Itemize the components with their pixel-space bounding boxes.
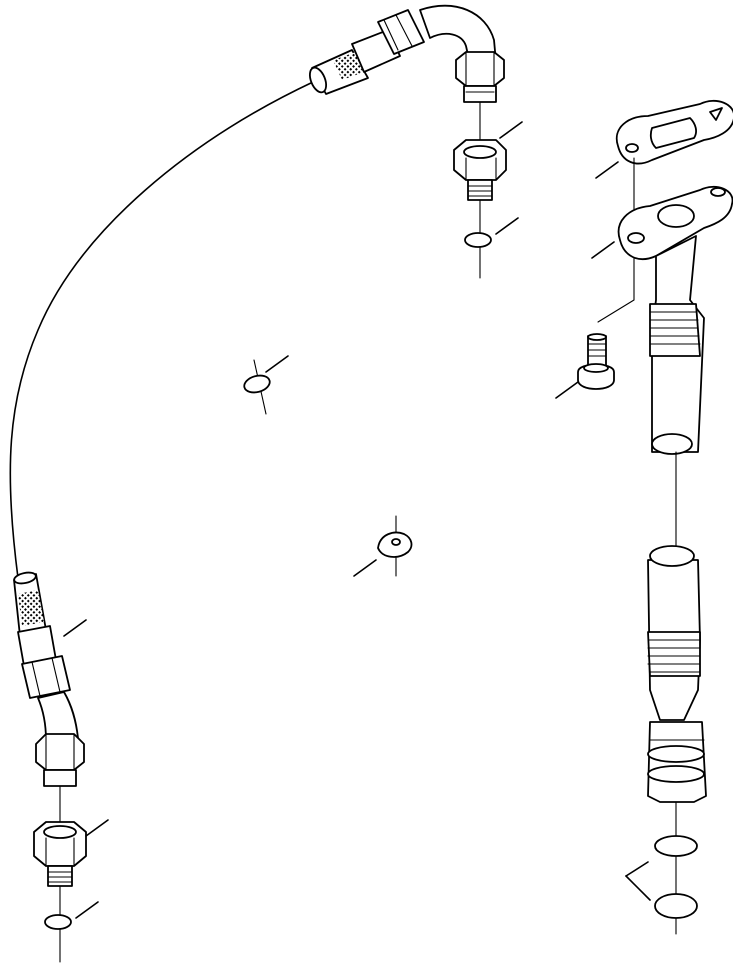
oil-inlet-tube — [9, 4, 505, 579]
drain-tube — [647, 235, 707, 803]
clip-left — [243, 355, 289, 415]
lower-adapter — [33, 819, 109, 887]
drain-o-rings — [625, 835, 698, 919]
lower-o-ring — [44, 901, 99, 930]
upper-gasket — [595, 99, 733, 179]
upper-union-nut — [455, 51, 505, 103]
upper-o-ring — [464, 217, 519, 248]
oil-inlet-tube-lower-end — [13, 571, 87, 787]
clip-center — [353, 515, 413, 577]
upper-adapter — [453, 121, 523, 201]
drain-flange — [591, 185, 733, 261]
flange-bolt — [555, 299, 635, 399]
lower-union-nut — [35, 733, 85, 787]
